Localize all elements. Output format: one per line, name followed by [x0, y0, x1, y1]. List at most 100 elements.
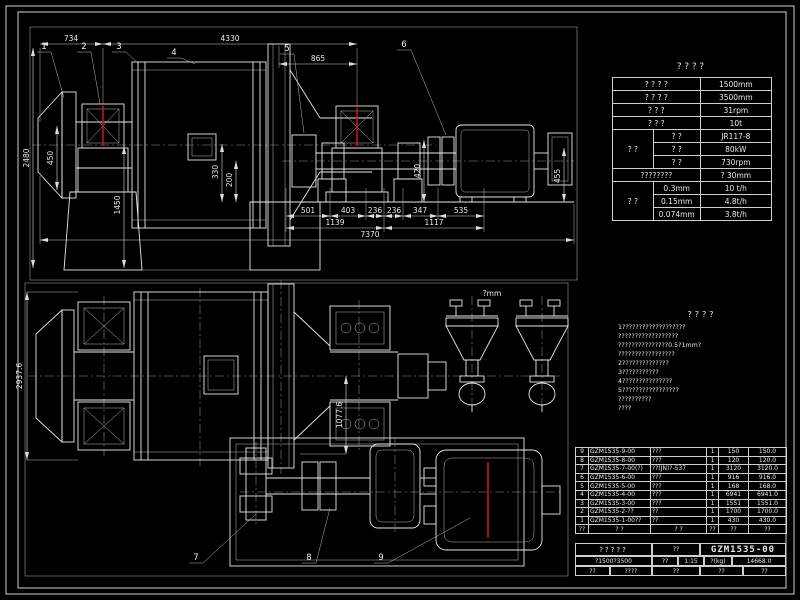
note-line: 3???????????: [618, 369, 659, 376]
spec-label: ? ?: [652, 155, 701, 169]
spec-label: ? ? ? ?: [612, 77, 701, 91]
svg-text:236: 236: [368, 206, 383, 215]
left-bearing-plan: [77, 301, 131, 451]
svg-text:7370: 7370: [360, 230, 379, 239]
oil-cup: [515, 295, 569, 415]
spec-designation: ?1500?3500: [575, 556, 652, 566]
spec-value: 80kW: [699, 142, 773, 156]
title-block: ????? ?? GZM1535-00 ?1500?3500 ?? 1:15 ?…: [575, 543, 786, 576]
svg-text:6: 6: [401, 40, 406, 50]
spec-label: 0.074mm: [652, 207, 701, 221]
ring-gear-plan: [267, 283, 295, 469]
spec-capacity-group-label: ? ?: [612, 181, 654, 221]
svg-text:347: 347: [413, 206, 428, 215]
spec-label: 0.3mm: [652, 181, 701, 195]
motor-plan: [423, 449, 561, 551]
sheet-frame: [5, 5, 795, 595]
part-callouts-plan: 7 8 9: [189, 507, 471, 564]
dimensions-top-view: 734 4330 865 2480 450 1450 330 200 420 4…: [22, 34, 575, 268]
signature-cell: ??: [575, 566, 610, 576]
pinion-shaft-plan: [239, 447, 370, 521]
svg-text:7: 7: [193, 553, 198, 563]
svg-text:734: 734: [64, 34, 79, 43]
spec-value: 3500mm: [699, 90, 773, 104]
svg-text:535: 535: [454, 206, 469, 215]
svg-text:450: 450: [46, 151, 55, 166]
svg-text:2480: 2480: [22, 148, 31, 167]
drawing-number: GZM1535-00: [700, 543, 786, 556]
note-line: 2??????????????: [618, 360, 669, 367]
svg-text:236: 236: [387, 206, 402, 215]
svg-text:865: 865: [311, 54, 326, 63]
svg-text:330: 330: [211, 165, 220, 180]
svg-text:1077.6: 1077.6: [335, 402, 344, 428]
weight-label: ?(kg): [704, 556, 732, 566]
spec-label: ? ? ? ?: [612, 90, 701, 104]
spec-value: 10 t/h: [699, 181, 773, 195]
top-view-elevation: 734 4330 865 2480 450 1450 330 200 420 4…: [22, 34, 575, 271]
svg-text:8: 8: [306, 553, 311, 563]
spec-label: 0.15mm: [652, 194, 701, 208]
weight-value: 14668.0: [732, 556, 786, 566]
svg-text:5: 5: [284, 44, 289, 54]
svg-text:4: 4: [171, 48, 176, 58]
spec-motor-group-label: ? ?: [612, 129, 654, 169]
note-line: ???????????????0.5?1mm?: [618, 342, 702, 349]
motor: [455, 124, 573, 203]
dimensions-plan-view: 2937.6 1077.6: [15, 291, 349, 461]
foundation: [64, 201, 574, 271]
right-main-bearing: [325, 105, 389, 203]
svg-text:9: 9: [378, 553, 383, 563]
svg-text:501: 501: [301, 206, 316, 215]
svg-text:3: 3: [116, 42, 121, 52]
plan-view: 2937.6 1077.6 7 8 9: [15, 280, 561, 567]
spec-value: 10t: [699, 116, 773, 130]
feed-end-plan: [35, 308, 134, 444]
spec-value: 1500mm: [699, 77, 773, 91]
oil-cup: [445, 295, 499, 415]
product-name: ?????: [575, 543, 652, 556]
note-line: 1???????????????????: [618, 324, 686, 331]
note-line: ??????????: [618, 396, 652, 403]
spec-value: JR117-8: [699, 129, 773, 143]
svg-text:403: 403: [341, 206, 356, 215]
spec-label: ? ?: [652, 129, 701, 143]
bom-header-row: ?? ? ? ? ? ?? ?? ??: [575, 524, 787, 534]
svg-text:2: 2: [81, 42, 86, 52]
svg-text:420: 420: [413, 164, 422, 179]
svg-text:2937.6: 2937.6: [15, 363, 24, 389]
pinion: [291, 134, 317, 188]
spec-value: 3.8t/h: [699, 207, 773, 221]
note-line: ??????????????????: [618, 333, 679, 340]
note-line: 4???????????????: [618, 378, 673, 385]
spec-table-title: ????: [676, 62, 708, 72]
scale-value: 1:15: [678, 556, 704, 566]
notes-lines: 1???????????????????????????????????????…: [618, 323, 786, 413]
oil-cup-details: ?mm: [445, 289, 569, 415]
svg-text:1139: 1139: [325, 218, 344, 227]
spec-value: 4.8t/h: [699, 194, 773, 208]
mill-shell: [131, 61, 267, 229]
svg-text:1: 1: [41, 42, 46, 52]
coupling-plan: [301, 461, 319, 511]
right-bearing-plan: [293, 305, 447, 447]
coupling: [427, 136, 441, 186]
discharge-end: [289, 69, 372, 221]
manhole: [187, 133, 217, 161]
manhole-plan: [203, 355, 239, 395]
notes-title: ????: [687, 310, 717, 319]
note-line: 5?????????????????: [618, 387, 679, 394]
scale-label: ??: [652, 556, 678, 566]
svg-text:4330: 4330: [220, 34, 239, 43]
